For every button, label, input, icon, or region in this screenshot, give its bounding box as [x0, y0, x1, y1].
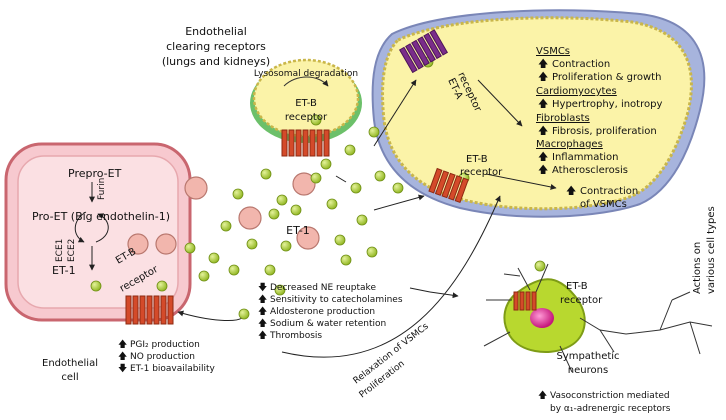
side-label-1: Actions on [692, 242, 703, 294]
neuron-effect-2: by α₁-adrenergic receptors [550, 404, 671, 414]
svg-text:🡅: 🡅 [538, 164, 548, 176]
etb-receptor-target [428, 167, 469, 204]
eta-receptor-target [398, 29, 449, 74]
clearing-title-3: (lungs and kidneys) [162, 55, 270, 68]
effect-aldosterone: Aldosterone production [270, 307, 375, 317]
vsmcs-heading: VSMCs [536, 46, 570, 57]
neuron-receptor-label-1: ET-B [566, 281, 588, 292]
svg-text:🡅: 🡅 [538, 125, 548, 137]
et1-center-label: ET-1 [286, 224, 310, 237]
svg-text:🡅: 🡅 [566, 185, 576, 197]
clearing-title-1: Endothelial [185, 25, 247, 38]
arrows [74, 79, 611, 358]
side-label-2: various cell types [706, 206, 717, 294]
neuron-receptor-label-2: receptor [560, 295, 603, 306]
neuron-effect-1: Vasoconstriction mediated [550, 391, 670, 401]
effect-no: NO production [130, 352, 195, 362]
svg-text:🡇: 🡇 [258, 283, 267, 293]
clearing-cell [250, 58, 362, 143]
vesicles [127, 172, 320, 255]
neuron-label-2: neurons [568, 365, 608, 376]
endothelial-cell-label-1: Endothelial [42, 358, 98, 369]
endothelial-effects: 🡅 PGI₂ production 🡅 NO production 🡇 ET-1… [118, 339, 216, 374]
endothelial-cell [4, 142, 192, 322]
vsmcs-item-1: Contraction [552, 59, 610, 70]
furin-label: Furin [97, 178, 107, 200]
etb-receptor-endothelial [125, 295, 174, 325]
effect-thrombosis: Thrombosis [269, 331, 322, 341]
cardio-heading: Cardiomyocytes [536, 86, 617, 97]
lysosomal-label: Lysosomal degradation [254, 69, 358, 79]
center-effects: 🡇 Decreased NE reuptake 🡅 Sensitivity to… [258, 283, 403, 341]
svg-text:🡅: 🡅 [118, 351, 127, 362]
macro-item-2: Atherosclerosis [552, 165, 628, 176]
etb-receptor-clearing [281, 129, 330, 157]
svg-text:🡅: 🡅 [538, 98, 548, 110]
etb-receptor-neuron [513, 291, 537, 311]
endothelial-cell-label-2: cell [61, 372, 78, 383]
svg-text:🡇: 🡇 [118, 364, 127, 374]
etb-effect-1: Contraction [580, 186, 638, 197]
fibro-item-1: Fibrosis, proliferation [552, 126, 657, 137]
cardio-item-1: Hypertrophy, inotropy [552, 99, 662, 110]
neuron-label-1: Sympathetic [556, 351, 619, 362]
clearing-receptor-1: ET-B [295, 98, 317, 109]
svg-text:🡅: 🡅 [258, 318, 267, 329]
effect-pgi2: PGI₂ production [130, 340, 200, 350]
ece1-label: ECE1 [55, 239, 65, 262]
sympathetic-neuron [483, 263, 713, 373]
svg-text:🡅: 🡅 [258, 294, 267, 305]
macro-heading: Macrophages [536, 139, 603, 150]
effect-sodium: Sodium & water retention [270, 319, 386, 329]
clearing-title-2: clearing receptors [166, 40, 266, 53]
svg-text:🡅: 🡅 [538, 71, 548, 83]
pro-et-label: Pro-ET (Big endothelin-1) [32, 210, 170, 223]
svg-text:🡅: 🡅 [538, 390, 547, 401]
fibro-heading: Fibroblasts [536, 113, 590, 124]
effect-catecholamines: Sensitivity to catecholamines [270, 295, 403, 305]
etb-target-label-1: ET-B [466, 154, 488, 165]
svg-text:🡅: 🡅 [258, 330, 267, 341]
svg-text:🡅: 🡅 [118, 339, 127, 350]
svg-text:🡅: 🡅 [538, 58, 548, 70]
etb-effect-2: of VSMCs [580, 199, 627, 210]
svg-text:🡅: 🡅 [538, 151, 548, 163]
etb-target-label-2: receptor [460, 167, 503, 178]
lysosome-arrow [283, 76, 329, 87]
effect-bioavailability: ET-1 bioavailability [130, 364, 216, 374]
svg-text:🡅: 🡅 [258, 306, 267, 317]
target-effects: VSMCs 🡅 Contraction 🡅 Proliferation & gr… [536, 46, 662, 210]
vsmcs-item-2: Proliferation & growth [552, 72, 661, 83]
et1-endothelial-label: ET-1 [52, 264, 76, 277]
effect-ne-reuptake: Decreased NE reuptake [270, 283, 376, 293]
clearing-receptor-2: receptor [285, 112, 328, 123]
ece2-label: ECE2 [67, 239, 77, 262]
macro-item-1: Inflammation [552, 152, 618, 163]
prepro-et-label: Prepro-ET [68, 167, 122, 180]
target-cell [371, 9, 706, 218]
